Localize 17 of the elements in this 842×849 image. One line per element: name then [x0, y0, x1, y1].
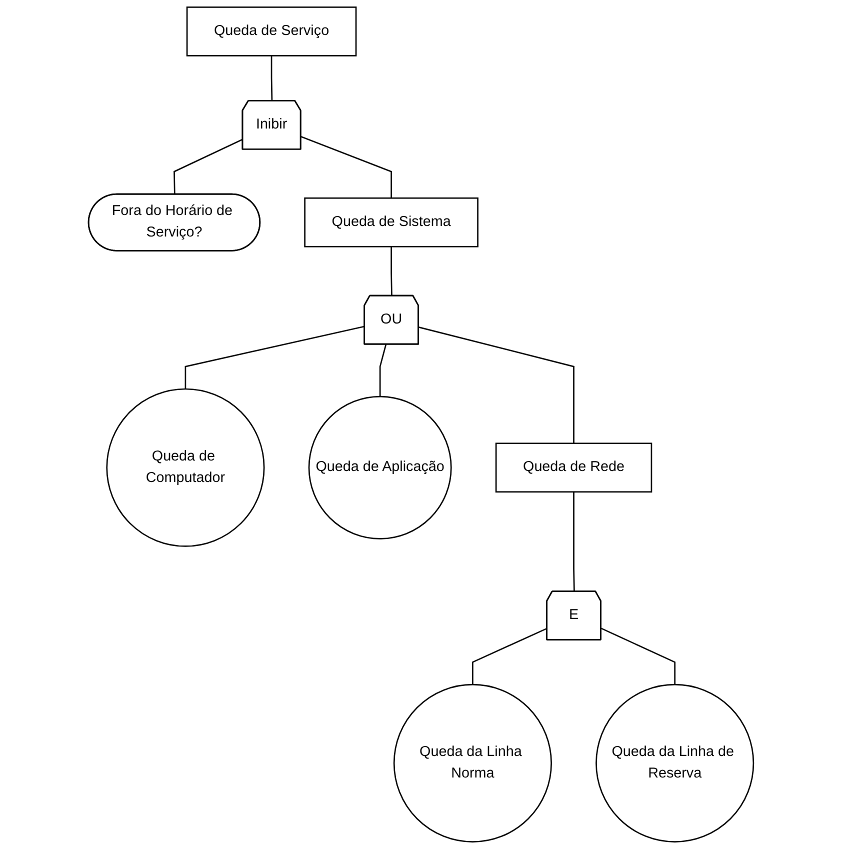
node-circle: Queda de Aplicação: [308, 396, 452, 540]
connector: [390, 246, 392, 296]
connector: [184, 326, 365, 390]
node-box: Queda de Rede: [495, 442, 652, 493]
connector: [600, 628, 676, 685]
connector: [573, 492, 575, 592]
connector: [174, 138, 244, 195]
node-box: Queda de Sistema: [304, 197, 478, 248]
connector: [418, 326, 574, 444]
connector: [472, 628, 548, 685]
node-circle: Queda da Linha Norma: [393, 684, 552, 842]
connector: [300, 136, 392, 198]
connector: [270, 56, 273, 102]
node-box: Queda de Serviço: [186, 6, 357, 56]
node-circle: Queda da Linha de Reserva: [596, 684, 754, 842]
connector: [379, 344, 387, 397]
node-circle: Queda de Computador: [106, 388, 265, 547]
